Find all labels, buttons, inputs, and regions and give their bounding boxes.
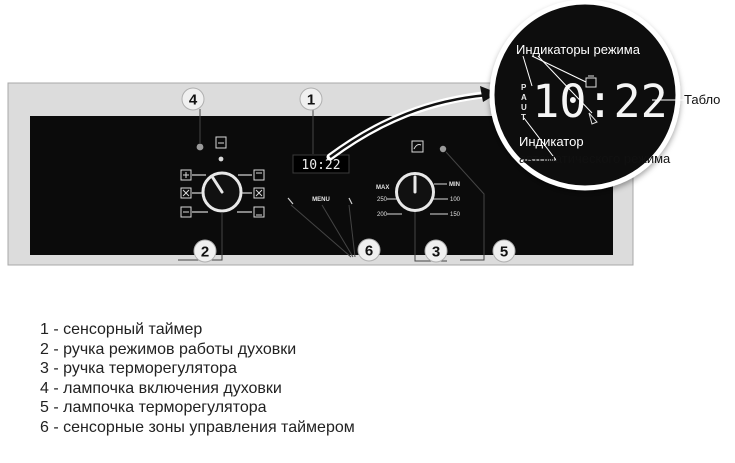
timer-menu-label[interactable]: MENU bbox=[312, 197, 330, 203]
mode-knob-group bbox=[180, 136, 265, 218]
svg-text:P: P bbox=[521, 83, 527, 92]
zoom-mode-icon bbox=[585, 77, 597, 88]
temp-150-label: 150 bbox=[450, 212, 461, 218]
zoom-auto-icon bbox=[588, 112, 598, 125]
svg-text:1: 1 bbox=[307, 92, 315, 109]
legend-item-1: 1 - сенсорный таймер bbox=[40, 321, 203, 338]
mode-icon-fan bbox=[180, 169, 192, 181]
display-label: Табло bbox=[684, 92, 720, 107]
mode-icon-top-heat bbox=[253, 169, 265, 181]
temp-200-label: 200 bbox=[377, 212, 388, 218]
svg-text:U: U bbox=[521, 103, 527, 112]
thermostat-lamp bbox=[439, 145, 447, 153]
callout-badge-1: 1 bbox=[299, 87, 323, 111]
svg-text:T: T bbox=[521, 113, 526, 122]
svg-text:6: 6 bbox=[365, 243, 373, 260]
svg-text:3: 3 bbox=[432, 244, 440, 261]
thermostat-icon bbox=[411, 140, 424, 153]
timer-touch-zone-minus[interactable] bbox=[287, 197, 294, 205]
svg-text:A: A bbox=[521, 93, 527, 102]
callout-badge-3: 3 bbox=[424, 239, 448, 263]
svg-text:2: 2 bbox=[201, 244, 209, 261]
oven-power-lamp bbox=[196, 143, 204, 151]
display-zoom: 10:22 P A U T bbox=[489, 0, 681, 191]
legend-item-4: 4 - лампочка включения духовки bbox=[40, 379, 282, 397]
zoom-annotation-lines bbox=[516, 55, 684, 161]
temp-min-label: MIN bbox=[449, 182, 460, 188]
mode-icon-convection bbox=[253, 187, 265, 199]
temp-100-label: 100 bbox=[450, 197, 461, 203]
mode-icon-grill bbox=[180, 187, 192, 199]
legend-item-6: 6 - сенсорные зоны управления таймером bbox=[40, 418, 355, 436]
zoom-indicator-letters: P A U T bbox=[521, 83, 527, 122]
callout-badge-4: 4 bbox=[181, 87, 205, 111]
callout-badge-6: 6 bbox=[357, 238, 381, 262]
timer-display[interactable] bbox=[292, 154, 350, 174]
legend-item-5: 5 - лампочка терморегулятора bbox=[40, 399, 267, 417]
temp-max-label: MAX bbox=[376, 185, 389, 191]
timer-touch-zone-plus[interactable] bbox=[348, 197, 353, 205]
temp-250-label: 250 bbox=[377, 197, 388, 203]
timer-display-time: 10:22 bbox=[301, 158, 340, 173]
callout-badge-5: 5 bbox=[492, 239, 516, 263]
auto-mode-label-line1: Индикатор bbox=[519, 134, 584, 149]
svg-text:5: 5 bbox=[500, 244, 508, 261]
zoom-arrowhead bbox=[480, 86, 498, 102]
mode-icon-light bbox=[253, 206, 265, 218]
legend-item-3: 3 - ручка терморегулятора bbox=[40, 360, 237, 378]
legend-item-2: 2 - ручка режимов работы духовки bbox=[40, 340, 297, 358]
thermostat-group: MAX 250 200 MIN 100 150 bbox=[376, 140, 461, 218]
callout-leaders bbox=[178, 109, 485, 262]
mode-indicators-label: Индикаторы режима bbox=[516, 42, 641, 57]
auto-mode-label-line2: автоматического режима bbox=[519, 151, 671, 166]
legend-list: 1 - сенсорный таймер 2 - ручка режимов р… bbox=[40, 320, 355, 438]
callout-badge-2: 2 bbox=[193, 239, 217, 263]
mode-icon-top bbox=[215, 136, 227, 149]
svg-text:4: 4 bbox=[189, 92, 198, 109]
zoom-display-time: 10:22 bbox=[532, 75, 667, 128]
mode-icon-bottom-heat bbox=[180, 206, 192, 218]
